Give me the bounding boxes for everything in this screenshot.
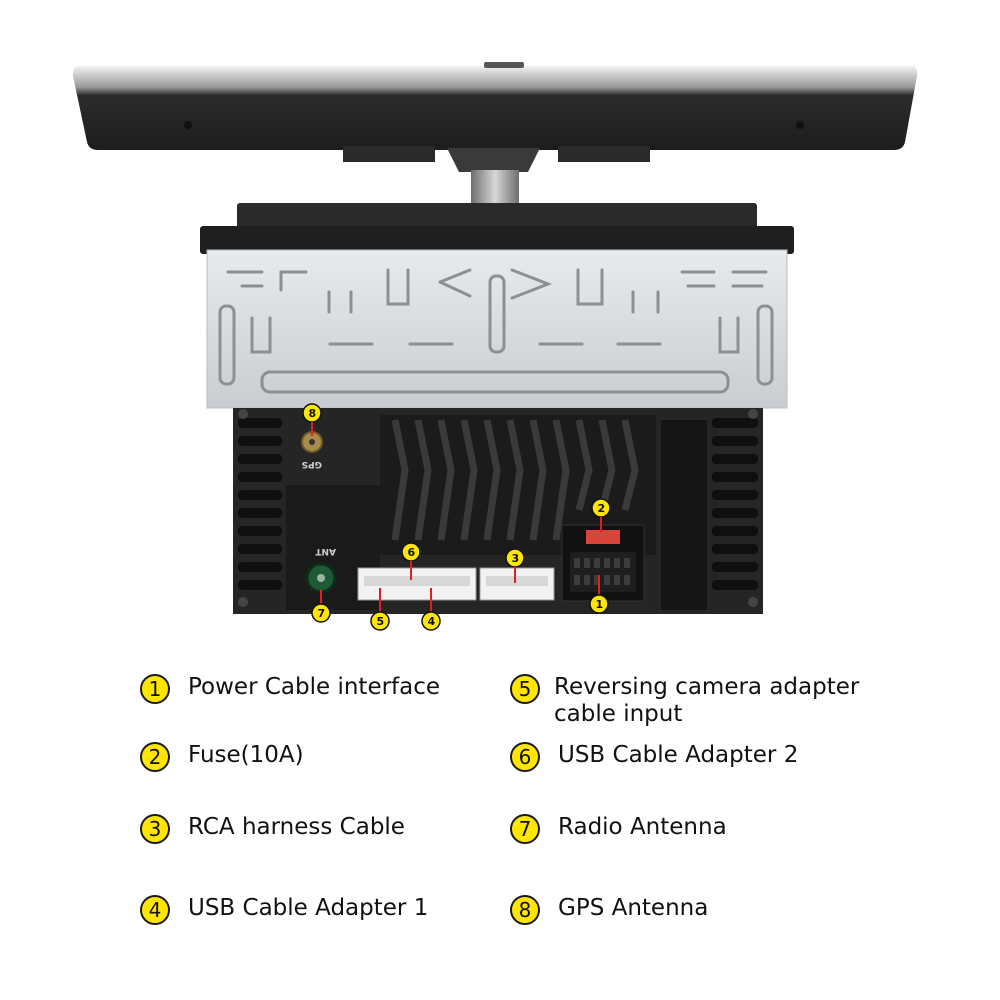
marker-3: 3 <box>505 548 525 583</box>
number-badge-4: 4 <box>140 895 170 925</box>
power-connector <box>561 524 645 602</box>
product-photo: GPS ANT 8 2 <box>72 62 918 631</box>
antenna-port-label: ANT <box>315 546 336 556</box>
mount-pole <box>447 148 540 204</box>
marker-4: 4 <box>421 588 441 631</box>
legend: 1 Power Cable interface 2 Fuse(10A) 3 RC… <box>0 660 1000 980</box>
legend-item-1: 1 Power Cable interface <box>140 674 518 704</box>
legend-label: GPS Antenna <box>558 895 709 921</box>
svg-text:5: 5 <box>377 615 385 628</box>
gps-port-label: GPS <box>302 459 322 469</box>
legend-label: USB Cable Adapter 2 <box>558 742 799 768</box>
number-badge-2: 2 <box>140 742 170 772</box>
legend-item-5: 5 Reversing camera adapter cable input <box>510 674 874 728</box>
rca-connector-block <box>479 567 555 601</box>
number-badge-1: 1 <box>140 674 170 704</box>
head-unit-frame <box>200 203 794 254</box>
legend-item-7: 7 Radio Antenna <box>510 814 888 844</box>
legend-item-6: 6 USB Cable Adapter 2 <box>510 742 888 772</box>
svg-text:3: 3 <box>512 552 520 565</box>
marker-5: 5 <box>370 588 390 631</box>
legend-label: Radio Antenna <box>558 814 727 840</box>
legend-item-2: 2 Fuse(10A) <box>140 742 518 772</box>
display-panel <box>72 62 918 162</box>
legend-item-8: 8 GPS Antenna <box>510 895 888 925</box>
legend-label: USB Cable Adapter 1 <box>188 895 429 921</box>
marker-8: 8 <box>302 403 322 436</box>
svg-text:2: 2 <box>598 502 606 515</box>
svg-text:1: 1 <box>596 598 604 611</box>
marker-7: 7 <box>311 590 331 623</box>
marker-2: 2 <box>591 498 611 532</box>
number-badge-8: 8 <box>510 895 540 925</box>
legend-item-3: 3 RCA harness Cable <box>140 814 518 844</box>
fuse <box>586 530 620 544</box>
legend-label: RCA harness Cable <box>188 814 405 840</box>
usb-connector-block <box>357 567 477 601</box>
mounting-bracket <box>206 249 788 409</box>
legend-label: Fuse(10A) <box>188 742 304 768</box>
number-badge-6: 6 <box>510 742 540 772</box>
legend-item-4: 4 USB Cable Adapter 1 <box>140 895 518 925</box>
legend-label: Reversing camera adapter cable input <box>554 674 860 727</box>
gps-connector: GPS <box>301 431 323 469</box>
number-badge-7: 7 <box>510 814 540 844</box>
svg-text:7: 7 <box>318 607 326 620</box>
svg-text:8: 8 <box>309 407 317 420</box>
svg-text:4: 4 <box>428 615 436 628</box>
legend-label: Power Cable interface <box>188 674 441 700</box>
marker-1: 1 <box>589 575 609 614</box>
number-badge-3: 3 <box>140 814 170 844</box>
number-badge-5: 5 <box>510 674 540 704</box>
marker-6: 6 <box>401 542 421 580</box>
svg-text:6: 6 <box>408 546 416 559</box>
